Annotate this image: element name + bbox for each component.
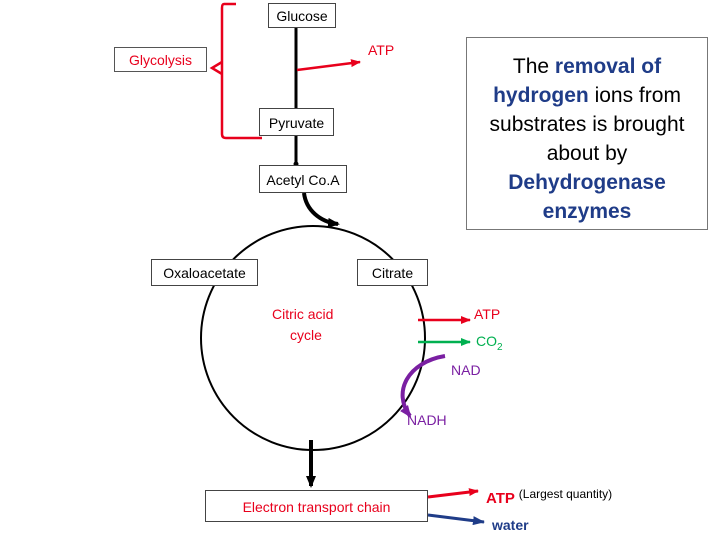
- atp-etc-arrow: [427, 488, 479, 499]
- co2-text: CO: [476, 333, 497, 349]
- citrate-box: Citrate: [357, 259, 428, 286]
- water-label: water: [492, 517, 529, 533]
- glycolysis-bracket: [220, 2, 262, 140]
- acetyl-coa-label: Acetyl Co.A: [266, 172, 340, 188]
- atp-etc-label: ATP (Largest quantity): [486, 488, 612, 507]
- dehydrogenase-info-box: The removal of hydrogen ions from substr…: [466, 37, 708, 230]
- glycolysis-bracket-tip: [209, 60, 223, 76]
- glycolysis-label: Glycolysis: [128, 52, 192, 68]
- info-part-3: ions from substrates is brought about by: [489, 84, 685, 165]
- co2-label: CO2: [476, 334, 503, 353]
- nad-nadh-arrow: [400, 354, 446, 418]
- glucose-box: Glucose: [268, 3, 336, 28]
- acetyl-citrate-arrow: [302, 192, 340, 228]
- co2-subscript: 2: [497, 341, 503, 353]
- etc-box: Electron transport chain: [205, 490, 428, 522]
- atp-cycle-label: ATP: [474, 306, 501, 322]
- oxaloacetate-label: Oxaloacetate: [163, 265, 246, 281]
- citrate-label: Citrate: [371, 265, 414, 281]
- cycle-label-1: Citric acid: [272, 306, 334, 322]
- oxaloacetate-box: Oxaloacetate: [151, 259, 258, 286]
- info-part-2: removal of hydrogen: [493, 55, 662, 107]
- glycolysis-box: Glycolysis: [114, 47, 207, 72]
- pyruvate-box: Pyruvate: [259, 108, 334, 136]
- water-etc-arrow: [427, 513, 485, 526]
- acetyl-coa-box: Acetyl Co.A: [259, 165, 347, 193]
- nad-label: NAD: [451, 362, 481, 378]
- nadh-label: NADH: [407, 412, 447, 428]
- glucose-label: Glucose: [276, 8, 328, 24]
- info-part-1: The: [512, 55, 550, 78]
- atp-etc-text: ATP: [486, 490, 515, 507]
- etc-label: Electron transport chain: [242, 499, 391, 515]
- pyruvate-label: Pyruvate: [268, 115, 325, 131]
- atp-glycolysis-arrow: [296, 59, 361, 72]
- cycle-label-2: cycle: [290, 327, 322, 343]
- info-part-4: Dehydrogenase enzymes: [508, 171, 666, 223]
- atp-top-label: ATP: [368, 42, 395, 58]
- atp-etc-note: (Largest quantity): [518, 487, 613, 501]
